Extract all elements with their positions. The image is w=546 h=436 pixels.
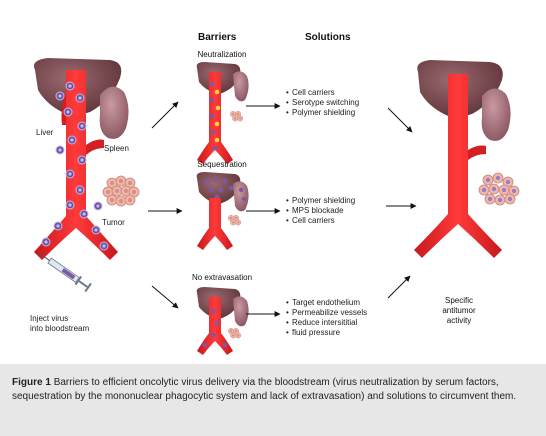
left-tumor bbox=[102, 175, 140, 207]
solution-item: Cell carriers bbox=[286, 216, 355, 226]
right-tumor bbox=[478, 172, 520, 206]
solution-item: Polymer shielding bbox=[286, 108, 359, 118]
solutions-list-neutralization: Cell carriers Serotype switching Polymer… bbox=[286, 88, 359, 118]
panel-neutralization bbox=[196, 62, 249, 164]
flow-arrows bbox=[148, 101, 417, 317]
outcome-line1: Specific bbox=[444, 296, 473, 305]
solution-item: Cell carriers bbox=[286, 88, 359, 98]
panel-no-extravasation bbox=[196, 287, 249, 355]
panel-sequestration bbox=[196, 172, 249, 250]
caption-text: Barriers to efficient oncolytic virus de… bbox=[12, 377, 517, 402]
left-organ-system bbox=[33, 58, 140, 293]
outcome-line3: activity bbox=[446, 316, 472, 325]
outcome-line2: antitumor bbox=[442, 306, 476, 315]
solution-item: Polymer shielding bbox=[286, 196, 355, 206]
solution-item: MPS blockade bbox=[286, 206, 355, 216]
label-inject-line2: into bloodstream bbox=[30, 324, 90, 333]
barrier-label-neutralization: Neutralization bbox=[197, 50, 247, 59]
figure-caption: Figure 1 Barriers to efficient oncolytic… bbox=[0, 364, 546, 436]
solutions-list-sequestration: Polymer shielding MPS blockade Cell carr… bbox=[286, 196, 355, 226]
solution-item: Target endothelium bbox=[286, 298, 367, 308]
solution-item: Serotype switching bbox=[286, 98, 359, 108]
header-barriers: Barriers bbox=[198, 32, 237, 43]
left-vessel bbox=[34, 70, 118, 260]
label-tumor: Tumor bbox=[102, 218, 125, 227]
left-spleen bbox=[99, 86, 129, 139]
caption-figure-label: Figure 1 bbox=[12, 377, 51, 388]
solution-item: Permeabilize vessels bbox=[286, 308, 367, 318]
solution-item-continued: fluid pressure bbox=[286, 328, 367, 338]
label-liver: Liver bbox=[36, 128, 54, 137]
label-inject-line1: Inject virus bbox=[30, 314, 69, 323]
header-solutions: Solutions bbox=[305, 32, 351, 43]
caption-paragraph: Figure 1 Barriers to efficient oncolytic… bbox=[12, 376, 532, 404]
solutions-list-no-extravasation: Target endothelium Permeabilize vessels … bbox=[286, 298, 367, 338]
left-vessel-side-branch bbox=[86, 139, 104, 155]
barrier-label-sequestration: Sequestration bbox=[197, 160, 247, 169]
syringe-icon bbox=[37, 252, 92, 293]
diagram-artwork bbox=[33, 58, 520, 355]
right-organ-system bbox=[414, 60, 520, 258]
solution-item: Reduce intersititial bbox=[286, 318, 367, 328]
barrier-label-no-extravasation: No extravasation bbox=[191, 273, 253, 282]
label-spleen: Spleen bbox=[104, 144, 129, 153]
